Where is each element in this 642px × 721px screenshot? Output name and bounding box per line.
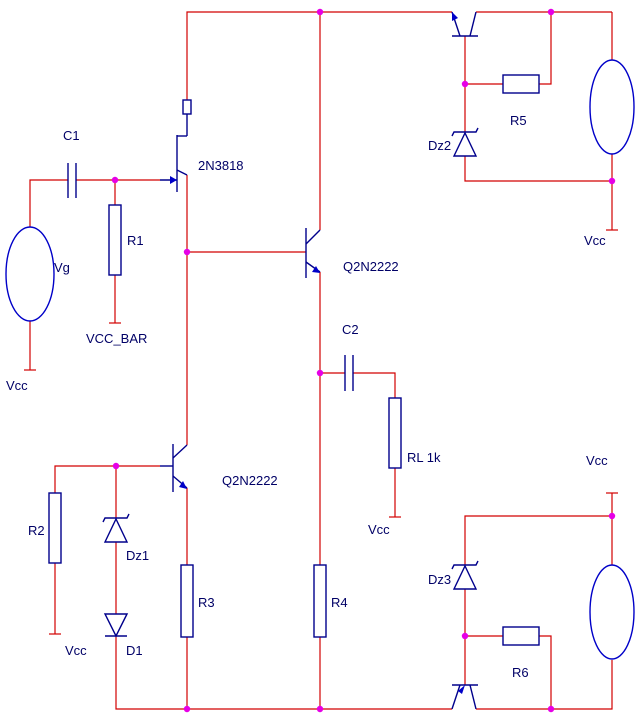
label-vcc-r2: Vcc xyxy=(65,643,87,658)
r2-resistor-symbol xyxy=(48,492,62,564)
node xyxy=(316,8,324,16)
label-r6: R6 xyxy=(512,665,529,680)
node xyxy=(608,512,616,520)
node xyxy=(112,462,120,470)
wires xyxy=(24,11,618,710)
wire-bottom-rail xyxy=(115,636,452,710)
bottom-right-source-symbol xyxy=(589,564,635,660)
label-r1: R1 xyxy=(127,233,144,248)
top-right-source-symbol xyxy=(589,59,635,155)
wire-q5-emitter xyxy=(476,660,613,710)
q5-transistor-symbol xyxy=(451,684,478,710)
q4-transistor-symbol xyxy=(451,11,478,37)
dz2-zener-symbol xyxy=(451,127,479,157)
label-c2: C2 xyxy=(342,322,359,337)
c2-capacitor-symbol xyxy=(344,355,354,391)
wire-top-rail xyxy=(186,11,452,102)
label-q-mid: Q2N2222 xyxy=(343,259,399,274)
label-c1: C1 xyxy=(63,128,80,143)
label-vcc-rl: Vcc xyxy=(368,522,390,537)
node xyxy=(461,80,469,88)
label-jfet: 2N3818 xyxy=(198,158,244,173)
label-dz3: Dz3 xyxy=(428,572,451,587)
label-vcc-bottom-right: Vcc xyxy=(586,453,608,468)
wire-q3-base xyxy=(54,465,160,493)
r5-resistor-symbol xyxy=(502,74,540,94)
label-q-low: Q2N2222 xyxy=(222,473,278,488)
node xyxy=(111,176,119,184)
q3-transistor-symbol xyxy=(160,444,188,492)
label-r3: R3 xyxy=(198,595,215,610)
jfet-2n3818-symbol xyxy=(160,99,192,192)
junction-nodes xyxy=(111,8,616,713)
node xyxy=(547,8,555,16)
label-vcc-top-right: Vcc xyxy=(584,233,606,248)
label-vcc-bar: VCC_BAR xyxy=(86,331,147,346)
label-r4: R4 xyxy=(331,595,348,610)
q2-transistor-symbol xyxy=(305,228,321,278)
wire-dz2-bottom xyxy=(464,156,612,182)
node xyxy=(183,248,191,256)
label-dz1: Dz1 xyxy=(126,548,149,563)
label-r5: R5 xyxy=(510,113,527,128)
r1-resistor-symbol xyxy=(108,204,122,276)
node xyxy=(461,632,469,640)
rl-resistor-symbol xyxy=(388,397,402,469)
r6-resistor-symbol xyxy=(502,626,540,646)
node xyxy=(183,705,191,713)
wire-dz3-top xyxy=(464,515,612,565)
component-labels: C1 R1 Vg VCC_BAR Vcc 2N3818 Q2N2222 C2 R… xyxy=(6,113,608,680)
node xyxy=(547,705,555,713)
wire-r6-right xyxy=(539,635,552,709)
label-d1: D1 xyxy=(126,643,143,658)
vg-source-symbol xyxy=(5,226,55,322)
node xyxy=(608,177,616,185)
label-vcc-left: Vcc xyxy=(6,378,28,393)
r4-resistor-symbol xyxy=(313,564,327,638)
wire-c2-right xyxy=(353,372,396,398)
label-r2: R2 xyxy=(28,523,45,538)
node xyxy=(316,369,324,377)
d1-diode-symbol xyxy=(103,613,129,638)
label-dz2: Dz2 xyxy=(428,138,451,153)
node xyxy=(316,705,324,713)
dz3-zener-symbol xyxy=(451,560,479,590)
c1-capacitor-symbol xyxy=(67,163,77,198)
dz1-zener-symbol xyxy=(102,513,130,543)
label-vg: Vg xyxy=(54,260,70,275)
r3-resistor-symbol xyxy=(180,564,194,638)
label-rl: RL 1k xyxy=(407,450,441,465)
wire-vg-top xyxy=(29,179,68,228)
wire-r5-right xyxy=(539,12,552,85)
